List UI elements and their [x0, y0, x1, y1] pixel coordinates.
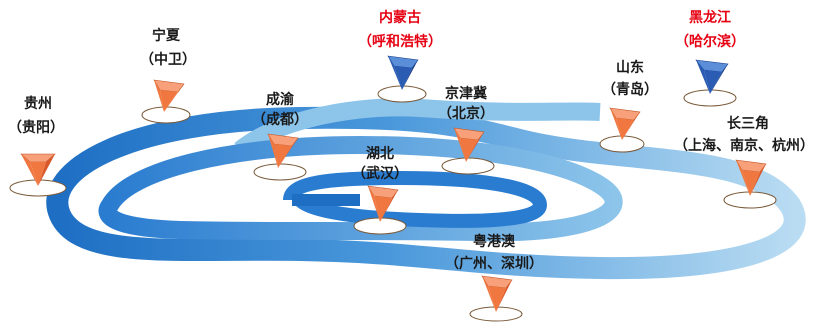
hub-hubei-city: （武汉） [352, 165, 408, 182]
hub-yuegangao: 粤港澳 （广州、深圳） [445, 233, 543, 322]
hub-changsanjiao: 长三角 （上海、南京、杭州） [674, 115, 814, 209]
pin-icon [20, 153, 56, 186]
hub-heilongjiang-name: 黑龙江 [689, 9, 731, 26]
pin-base [441, 157, 495, 175]
pin-icon [735, 159, 767, 196]
hub-shandong-city: （青岛） [602, 81, 658, 98]
hub-yuegangao-name: 粤港澳 [473, 233, 516, 250]
pin-icon [453, 127, 485, 162]
hub-chengyu-city: （成都） [252, 111, 308, 128]
hub-neimenggu-city: （呼和浩特） [358, 33, 442, 50]
hub-heilongjiang: 黑龙江 （哈尔滨） [675, 9, 745, 107]
hub-chengyu: 成渝 （成都） [252, 91, 308, 181]
pin-icon [267, 133, 299, 168]
hub-shandong: 山东 （青岛） [599, 59, 658, 153]
hub-ningxia-city: （中卫） [140, 51, 196, 68]
hub-jingjinji: 京津冀 （北京） [438, 85, 495, 175]
hub-shandong-name: 山东 [616, 59, 644, 76]
pin-icon [609, 107, 641, 140]
hub-ningxia-name: 宁夏 [152, 27, 181, 44]
hub-chengyu-name: 成渝 [266, 91, 295, 108]
hub-guizhou-city: （贵阳） [8, 119, 64, 136]
pin-icon [387, 55, 419, 90]
hub-ningxia: 宁夏 （中卫） [140, 27, 196, 124]
pin-icon [695, 59, 729, 94]
hub-changsanjiao-name: 长三角 [727, 115, 769, 132]
pin-icon [481, 275, 513, 312]
hub-neimenggu-name: 内蒙古 [379, 9, 421, 26]
hub-heilongjiang-city: （哈尔滨） [675, 33, 745, 50]
hub-jingjinji-name: 京津冀 [445, 85, 487, 102]
hub-hubei: 湖北 （武汉） [352, 146, 408, 235]
hub-yuegangao-city: （广州、深圳） [445, 255, 543, 272]
hub-jingjinji-city: （北京） [438, 105, 494, 122]
hub-changsanjiao-city: （上海、南京、杭州） [674, 137, 814, 154]
pin-icon [153, 79, 185, 112]
hub-hubei-name: 湖北 [366, 146, 394, 162]
hub-guizhou: 贵州 （贵阳） [8, 95, 67, 197]
pin-base [141, 106, 191, 124]
hub-guizhou-name: 贵州 [24, 95, 52, 112]
spiral-track [46, 98, 806, 280]
pin-icon [367, 185, 399, 222]
pin-base [253, 163, 307, 181]
hub-neimenggu: 内蒙古 （呼和浩特） [358, 9, 442, 103]
